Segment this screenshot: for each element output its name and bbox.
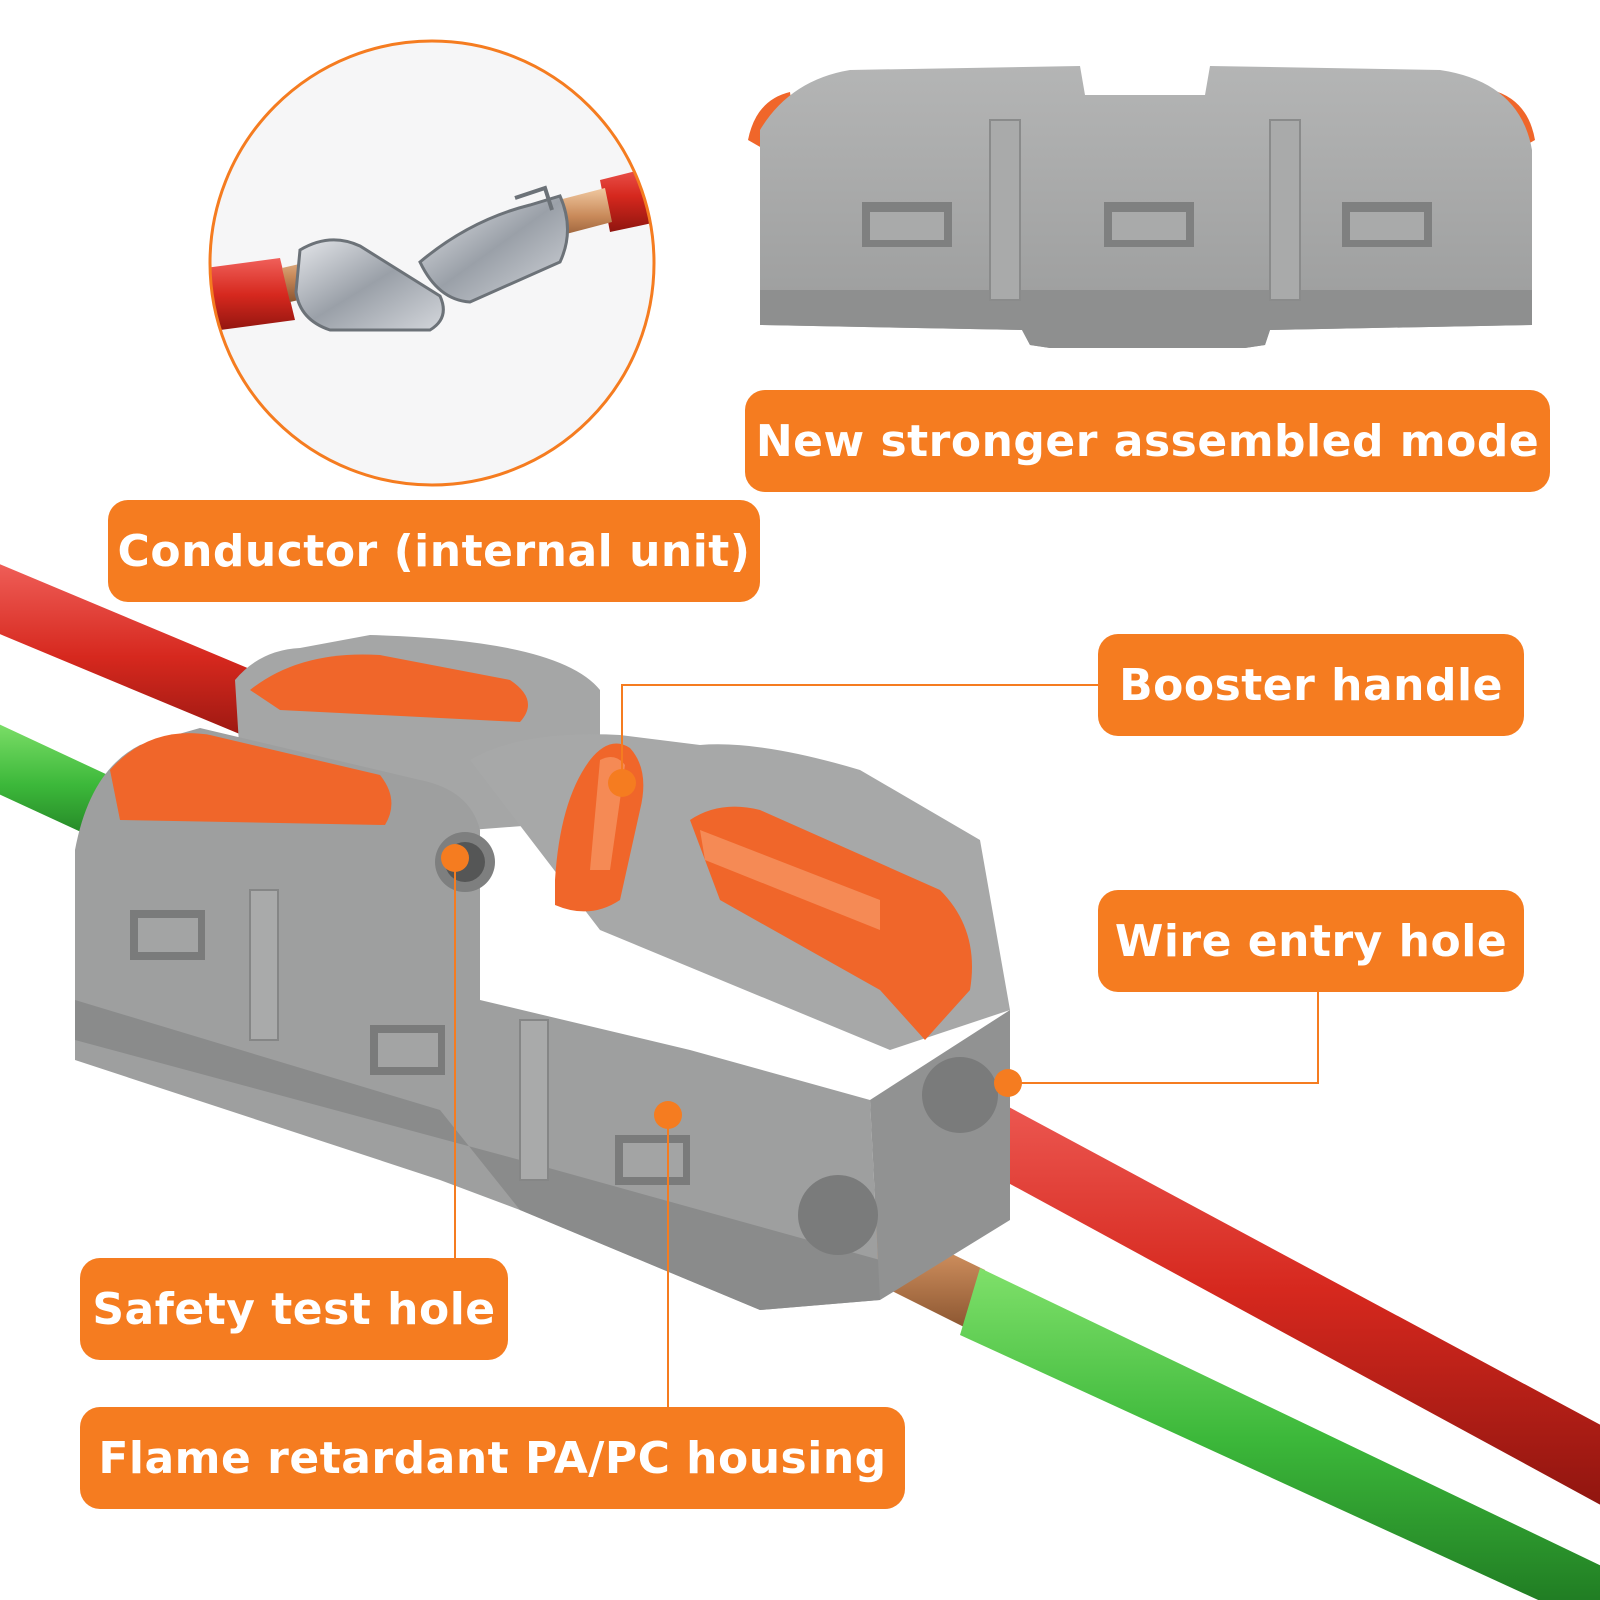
callout-lines [454, 684, 1319, 1407]
wire-entry-marker [994, 1069, 1022, 1097]
conductor-label: Conductor (internal unit) [108, 500, 760, 602]
assembled-connector-photo [748, 66, 1535, 348]
safety-test-marker [441, 844, 469, 872]
safety-test-hole-label: Safety test hole [80, 1258, 508, 1360]
assembled-mode-label: New stronger assembled mode [745, 390, 1550, 492]
housing-label: Flame retardant PA/PC housing [80, 1407, 905, 1509]
lever-connector-photo [75, 635, 1010, 1310]
housing-marker [654, 1101, 682, 1129]
conductor-closeup-photo [208, 39, 656, 487]
booster-handle-marker [608, 769, 636, 797]
wire-entry-hole-label: Wire entry hole [1098, 890, 1524, 992]
callout-dots [441, 769, 1022, 1129]
booster-handle-label: Booster handle [1098, 634, 1524, 736]
